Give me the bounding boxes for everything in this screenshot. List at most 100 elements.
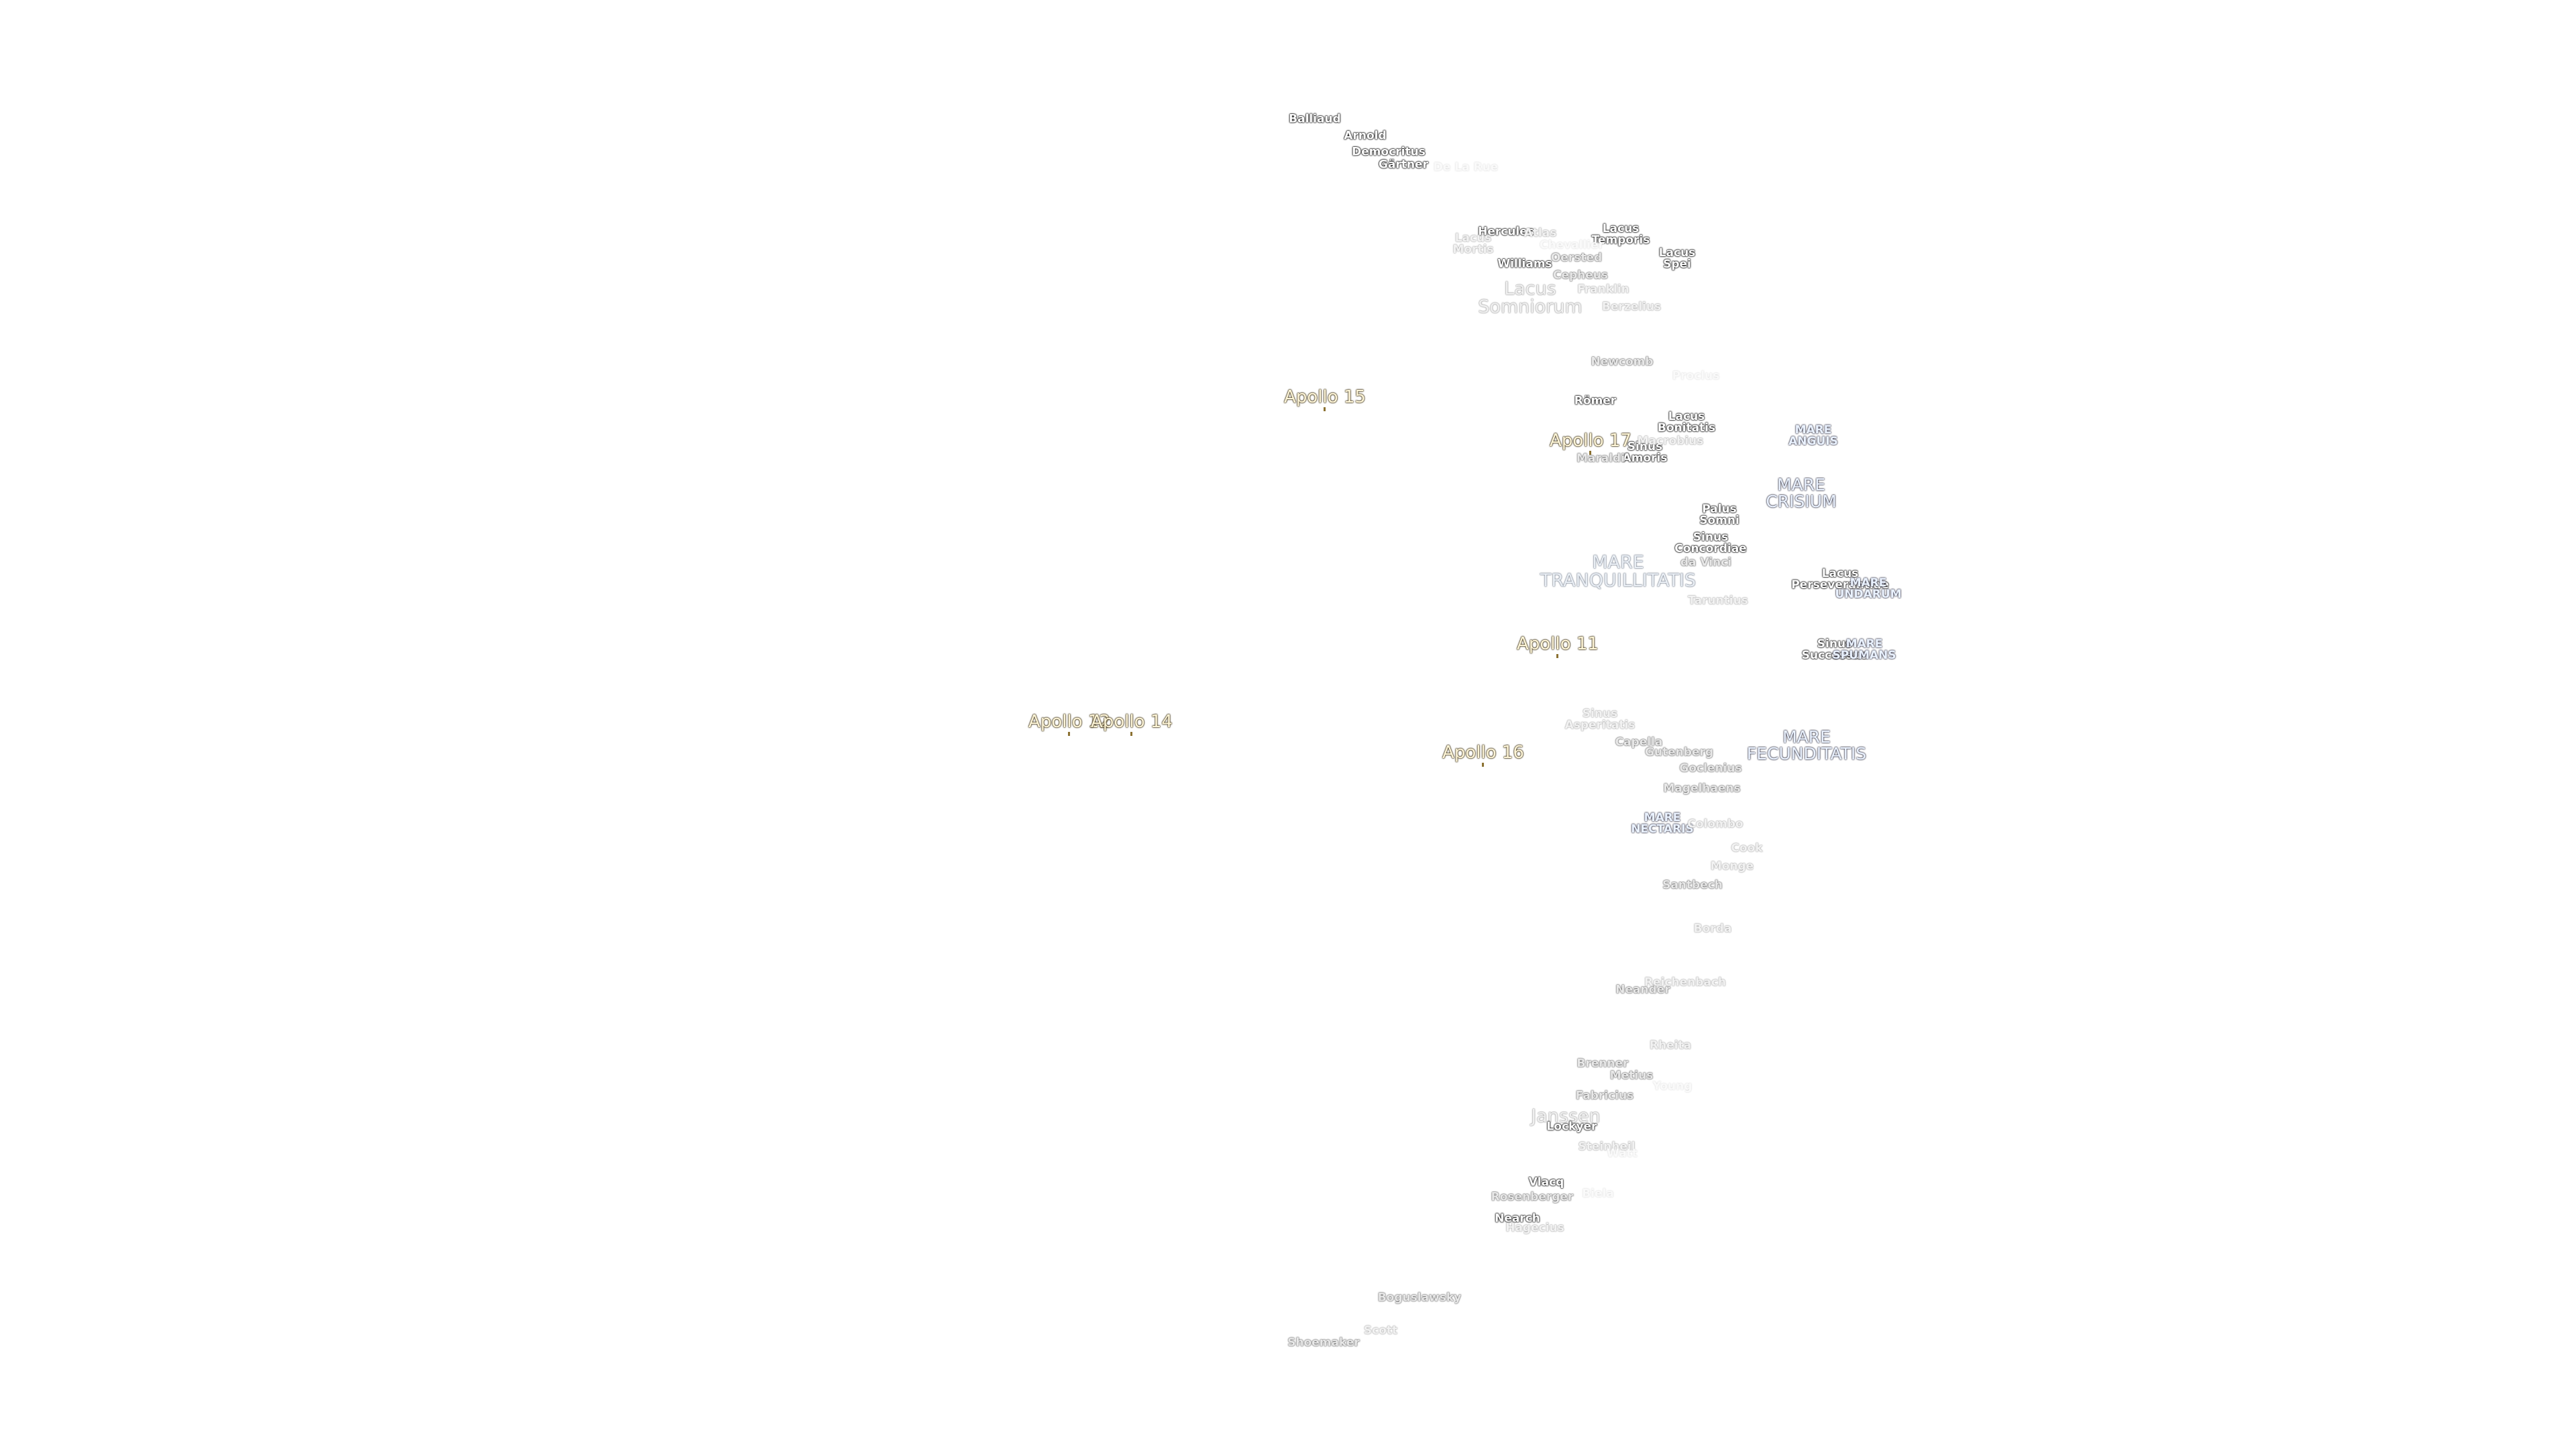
label-text: Successus [1801, 649, 1868, 662]
label-text: Metius [1609, 1069, 1654, 1083]
label-text: Lacus [1602, 222, 1640, 235]
label-text: Lacus [1454, 231, 1492, 245]
label-text: Apollo 14 [1091, 712, 1173, 732]
label-text: De La Rue [1433, 160, 1499, 174]
label-text: Monge [1710, 859, 1754, 873]
feature-label-rheita: Rheita [1650, 1040, 1691, 1052]
label-text: Gutenberg [1644, 745, 1714, 759]
label-text: Goclenius [1679, 761, 1742, 775]
feature-label-colombo: Colombo [1687, 818, 1743, 830]
label-text: Watt [1607, 1146, 1638, 1161]
label-text: Lacus [1668, 410, 1705, 423]
feature-label-nearch: Nearch [1495, 1212, 1540, 1226]
feature-label-magelhaens: Magelhaens [1663, 782, 1741, 796]
label-text: Balliaud [1289, 112, 1341, 126]
feature-label-chevallier: Chevallier [1539, 238, 1605, 252]
label-text: Amoris [1622, 451, 1668, 465]
label-text: Magelhaens [1663, 782, 1741, 796]
label-text: Chevallier [1539, 238, 1605, 252]
label-text: Sinus [1693, 531, 1729, 544]
label-text: Fabricius [1575, 1089, 1634, 1103]
label-text: CRISIUM [1766, 492, 1837, 511]
landing-marker-icon [1482, 763, 1485, 767]
feature-label-brenner: Brenner [1576, 1057, 1629, 1071]
feature-label-lockyer: Lockyer [1547, 1121, 1597, 1133]
feature-label-da-vinci: da Vinci [1680, 557, 1731, 569]
label-text: Lacus [1658, 246, 1696, 260]
label-text: Apollo 17 [1550, 431, 1631, 451]
label-text: Janssen [1531, 1106, 1601, 1127]
feature-label-arnold: Arnold [1344, 129, 1387, 143]
feature-label-borda: Borda [1693, 922, 1732, 936]
landing-site-apollo-16: Apollo 16 [1442, 744, 1524, 767]
feature-label-biela: Biela [1582, 1188, 1614, 1200]
feature-label-shoemaker: Shoemaker [1287, 1336, 1360, 1350]
feature-label-metius: Metius [1609, 1069, 1654, 1083]
label-text: Young [1652, 1079, 1693, 1093]
feature-label-rosenberger: Rosenberger [1491, 1191, 1574, 1203]
label-text: Gärtner [1379, 158, 1428, 172]
feature-label-hagecius: Hagecius [1505, 1221, 1564, 1235]
label-text: Brenner [1576, 1057, 1629, 1071]
label-text: Democritus [1352, 145, 1426, 159]
label-text: Borda [1693, 922, 1732, 936]
feature-label-goclenius: Goclenius [1679, 763, 1741, 775]
feature-label-gutenberg: Gutenberg [1645, 747, 1713, 759]
label-text: Arnold [1344, 129, 1387, 143]
label-text: Atlas [1523, 226, 1557, 240]
label-text: Proclus [1672, 369, 1720, 383]
label-text: Mortis [1452, 243, 1494, 256]
feature-label-proclus: Proclus [1672, 369, 1720, 383]
landing-marker-icon [1589, 451, 1592, 455]
label-text: Neander [1615, 983, 1670, 997]
label-text: NECTARIS [1631, 822, 1694, 836]
feature-label-oersted: Oersted [1550, 251, 1603, 265]
landing-marker-icon [1068, 732, 1071, 736]
feature-label-franklin: Franklin [1577, 284, 1629, 296]
label-text: SPUMANS [1832, 649, 1896, 662]
label-text: Lacus [1821, 567, 1859, 580]
label-text: Taruntius [1688, 594, 1748, 608]
label-text: Apollo 11 [1517, 634, 1599, 654]
label-text: Cepheus [1552, 268, 1609, 282]
feature-label-gartner: Gärtner [1379, 158, 1428, 172]
label-text: Reichenbach [1644, 975, 1727, 989]
label-text: Nearch [1495, 1212, 1540, 1226]
label-text: ANGUIS [1788, 435, 1838, 448]
label-text: MARE [1849, 576, 1887, 590]
feature-label-cook: Cook [1731, 843, 1762, 855]
label-text: TRANQUILLITATIS [1540, 570, 1697, 591]
label-text: MARE [1845, 637, 1883, 651]
label-text: Apollo 16 [1442, 743, 1524, 763]
feature-label-steinheil: Steinheil [1578, 1141, 1635, 1153]
label-text: Shoemaker [1287, 1336, 1360, 1350]
label-text: Sinus [1817, 637, 1853, 651]
feature-label-democritus: Democritus [1352, 145, 1426, 159]
label-text: Somniorum [1478, 297, 1582, 317]
label-text: Bonitatis [1657, 421, 1716, 435]
label-text: Hagecius [1505, 1221, 1564, 1235]
landing-marker-icon [1130, 732, 1133, 736]
label-text: da Vinci [1680, 555, 1732, 570]
label-text: Oersted [1550, 251, 1603, 265]
landing-site-apollo-15: Apollo 15 [1284, 388, 1366, 411]
feature-label-williams: Williams [1497, 257, 1552, 271]
label-text: Williams [1497, 257, 1552, 271]
feature-label-berzelius: Berzelius [1602, 301, 1661, 313]
feature-label-de-la-rue: De La Rue [1434, 162, 1499, 174]
label-text: Vlacq [1528, 1175, 1564, 1189]
feature-label-scott: Scott [1364, 1325, 1397, 1337]
label-text: FECUNDITATIS [1746, 744, 1867, 763]
feature-label-hercules: Hercules [1478, 226, 1534, 238]
label-text: Asperitatis [1564, 718, 1635, 732]
label-text: Römer [1574, 394, 1617, 408]
